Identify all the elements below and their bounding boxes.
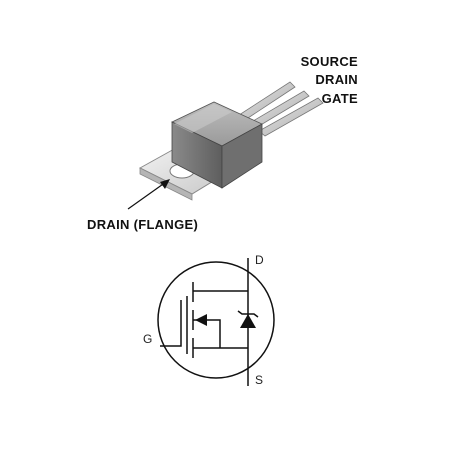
- pin-label-gate: GATE: [322, 91, 358, 106]
- callout-arrowhead: [160, 179, 170, 189]
- terminal-label-gate: G: [143, 332, 152, 346]
- pin-label-drain: DRAIN: [315, 72, 358, 87]
- symbol-circle: [157, 261, 275, 379]
- mosfet-symbol: [157, 258, 275, 386]
- body-diode: [237, 310, 259, 328]
- package-body: [171, 101, 263, 189]
- to220-package: SOURCE DRAIN GATE DRAIN (FLANGE): [87, 54, 358, 232]
- gate-lead: [160, 300, 182, 347]
- channel-arrow: [195, 314, 207, 326]
- lead-gate: [258, 97, 324, 137]
- body-side: [221, 123, 263, 189]
- terminal-label-drain: D: [255, 253, 264, 267]
- terminal-label-source: S: [255, 373, 263, 387]
- flange-label: DRAIN (FLANGE): [87, 217, 198, 232]
- pin-label-source: SOURCE: [301, 54, 358, 69]
- package-leads: [235, 81, 324, 137]
- diode-triangle: [240, 314, 256, 328]
- diode-bar: [237, 310, 259, 318]
- flange-callout: [127, 179, 170, 210]
